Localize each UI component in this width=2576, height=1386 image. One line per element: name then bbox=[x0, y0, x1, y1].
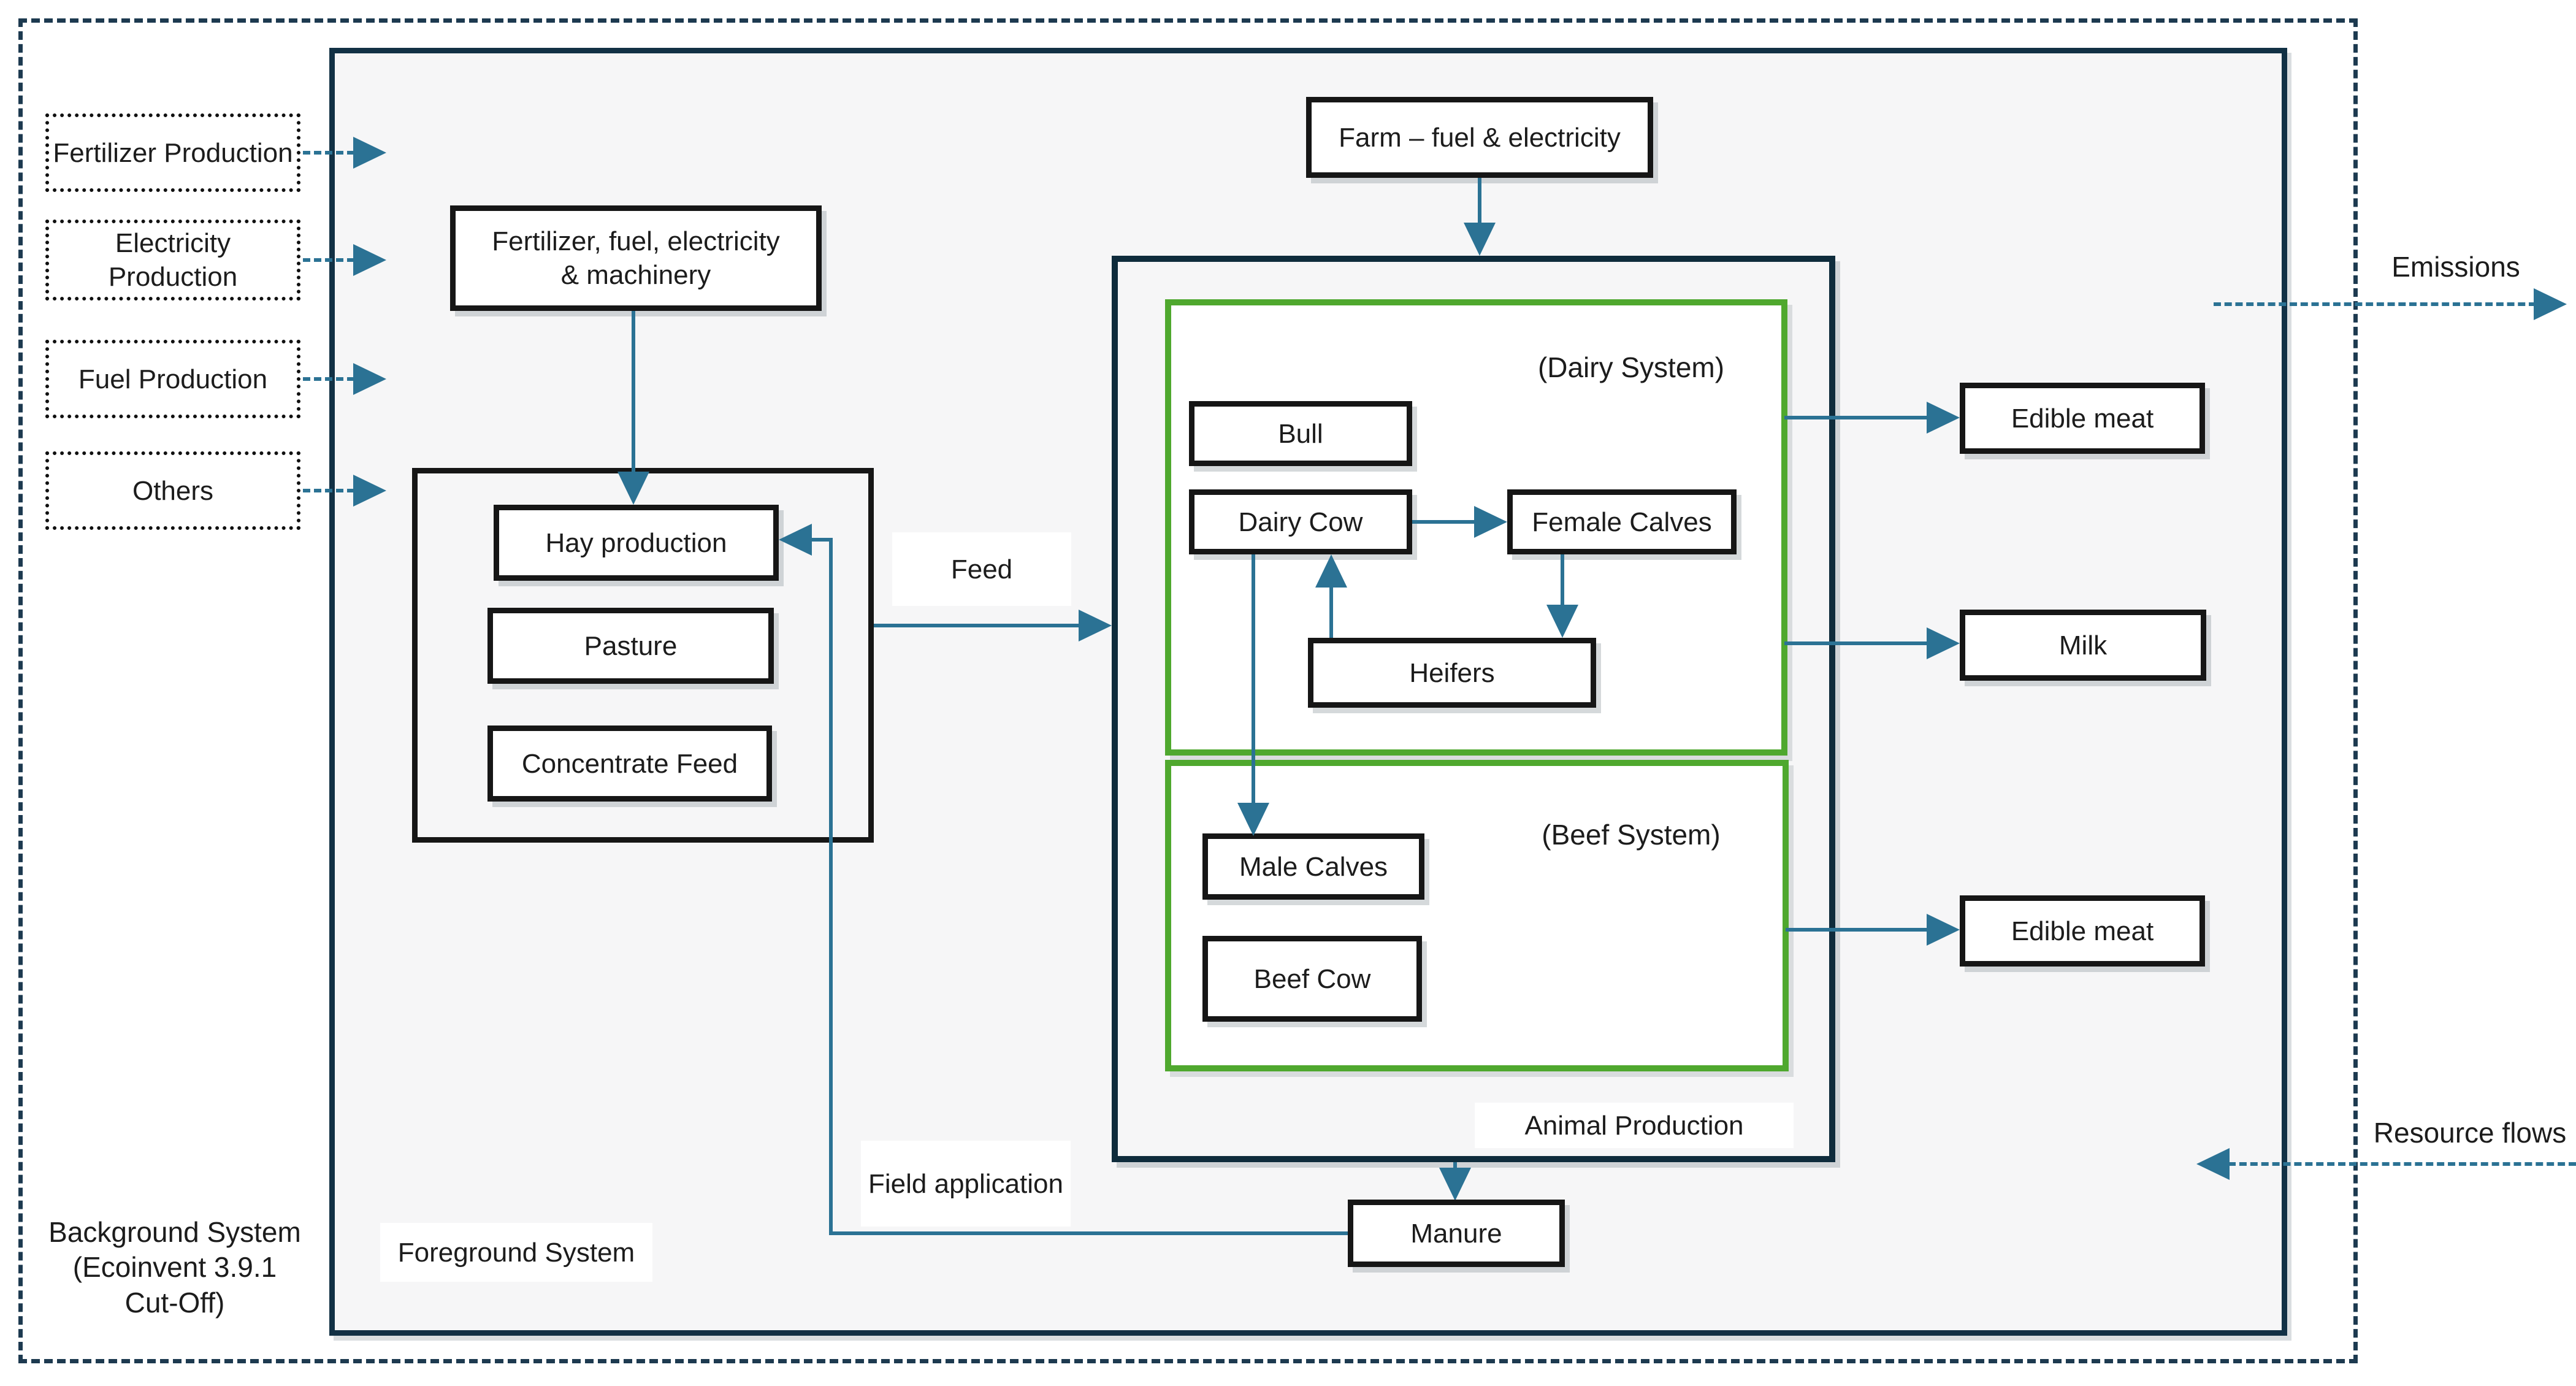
hay-production-label: Hay production bbox=[545, 527, 727, 558]
feed-flow-label: Feed bbox=[892, 532, 1071, 606]
female-calves-label: Female Calves bbox=[1532, 507, 1712, 537]
fertilizer-input-arrowhead bbox=[353, 137, 386, 169]
emissions-label: Emissions bbox=[2391, 251, 2520, 283]
farm-to-animal-line bbox=[1478, 178, 1481, 226]
beef-meat-arrowhead bbox=[1927, 914, 1960, 946]
heifers-label: Heifers bbox=[1409, 657, 1495, 688]
pasture-box: Pasture bbox=[487, 608, 774, 684]
concentrate-feed-box: Concentrate Feed bbox=[487, 726, 772, 802]
beef-system-label: (Beef System) bbox=[1542, 819, 1721, 851]
animal-to-manure-arrowhead bbox=[1439, 1168, 1471, 1201]
external-input-others: Others bbox=[45, 451, 300, 530]
dairycow-to-malecalves-arrowhead bbox=[1237, 803, 1269, 836]
edible-meat-beef-label: Edible meat bbox=[2011, 916, 2154, 946]
electricity-input-arrowhead bbox=[353, 244, 386, 276]
fuel-input-arrowhead bbox=[353, 363, 386, 395]
edible-meat-dairy-box: Edible meat bbox=[1960, 383, 2205, 454]
feed-production-container bbox=[412, 468, 874, 843]
fuel-input-arrow-line bbox=[303, 377, 354, 381]
external-input-label: Electricity Production bbox=[108, 228, 238, 292]
manure-return-vertical-line bbox=[829, 540, 833, 1235]
others-input-arrowhead bbox=[353, 475, 386, 507]
feed-flow-arrowhead bbox=[1079, 610, 1112, 641]
feed-flow-line bbox=[874, 624, 1082, 627]
manure-return-bottom-line bbox=[829, 1231, 1348, 1235]
heifers-to-dairycow-arrowhead bbox=[1315, 554, 1347, 588]
male-calves-box: Male Calves bbox=[1202, 833, 1424, 900]
heifers-box: Heifers bbox=[1308, 638, 1596, 708]
electricity-input-arrow-line bbox=[303, 258, 354, 262]
beef-cow-label: Beef Cow bbox=[1253, 963, 1371, 994]
manure-return-top-line bbox=[807, 538, 833, 542]
resource-flows-arrow-line bbox=[2228, 1162, 2576, 1166]
dairy-system-label: (Dairy System) bbox=[1537, 351, 1725, 384]
edible-meat-beef-box: Edible meat bbox=[1960, 895, 2205, 967]
milk-arrowhead bbox=[1927, 627, 1960, 659]
fertilizer-input-arrow-line bbox=[303, 151, 354, 155]
dairycow-to-malecalves-line bbox=[1252, 554, 1255, 807]
dairycow-to-femalecalves-arrowhead bbox=[1474, 506, 1507, 538]
milk-label: Milk bbox=[2058, 630, 2108, 660]
external-input-fuel-production: Fuel Production bbox=[45, 340, 300, 418]
femalecalves-to-heifers-line bbox=[1561, 554, 1564, 607]
machinery-to-hay-line bbox=[632, 311, 635, 475]
dairy-meat-arrowhead bbox=[1927, 402, 1960, 434]
milk-box: Milk bbox=[1960, 610, 2206, 681]
beef-meat-line bbox=[1786, 928, 1928, 932]
emissions-arrowhead bbox=[2534, 288, 2567, 320]
pasture-label: Pasture bbox=[584, 630, 678, 661]
resource-flows-arrowhead bbox=[2196, 1148, 2230, 1180]
milk-line bbox=[1784, 641, 1928, 645]
manure-to-hay-arrowhead bbox=[779, 524, 812, 556]
dairy-cow-label: Dairy Cow bbox=[1238, 507, 1363, 537]
others-input-arrow-line bbox=[303, 489, 354, 492]
hay-production-box: Hay production bbox=[494, 505, 779, 581]
machinery-label: Fertilizer, fuel, electricity & machiner… bbox=[492, 226, 780, 290]
dairy-cow-box: Dairy Cow bbox=[1189, 489, 1412, 554]
emissions-arrow-line bbox=[2214, 302, 2536, 306]
farm-energy-label: Farm – fuel & electricity bbox=[1339, 122, 1621, 153]
male-calves-label: Male Calves bbox=[1239, 851, 1388, 882]
external-input-electricity-production: Electricity Production bbox=[45, 220, 300, 301]
concentrate-feed-label: Concentrate Feed bbox=[521, 748, 738, 779]
background-system-label: Background System (Ecoinvent 3.9.1 Cut-O… bbox=[48, 1216, 301, 1319]
machinery-to-hay-arrowhead bbox=[617, 472, 649, 505]
machinery-box: Fertilizer, fuel, electricity & machiner… bbox=[450, 205, 822, 311]
field-application-label: Field application bbox=[861, 1141, 1071, 1227]
beef-cow-box: Beef Cow bbox=[1202, 936, 1422, 1022]
foreground-system-label: Foreground System bbox=[380, 1223, 652, 1282]
farm-to-animal-arrowhead bbox=[1464, 223, 1496, 256]
external-input-label: Others bbox=[132, 475, 214, 506]
edible-meat-dairy-label: Edible meat bbox=[2011, 403, 2154, 434]
animal-production-label: Animal Production bbox=[1475, 1103, 1794, 1148]
heifers-to-dairycow-line bbox=[1329, 584, 1333, 638]
background-system-boundary bbox=[18, 18, 2358, 1363]
bull-label: Bull bbox=[1278, 418, 1323, 449]
dairy-meat-line bbox=[1784, 416, 1928, 419]
external-input-label: Fuel Production bbox=[78, 364, 268, 394]
external-input-label: Fertilizer Production bbox=[53, 137, 293, 168]
animal-production-box bbox=[1112, 256, 1835, 1162]
female-calves-box: Female Calves bbox=[1507, 489, 1737, 554]
dairycow-to-femalecalves-line bbox=[1412, 520, 1477, 524]
external-input-fertilizer-production: Fertilizer Production bbox=[45, 113, 300, 192]
manure-label: Manure bbox=[1410, 1218, 1502, 1249]
farm-energy-box: Farm – fuel & electricity bbox=[1306, 97, 1653, 178]
manure-box: Manure bbox=[1348, 1200, 1565, 1267]
femalecalves-to-heifers-arrowhead bbox=[1546, 605, 1578, 638]
bull-box: Bull bbox=[1189, 401, 1412, 466]
resource-flows-label: Resource flows bbox=[2373, 1117, 2567, 1149]
